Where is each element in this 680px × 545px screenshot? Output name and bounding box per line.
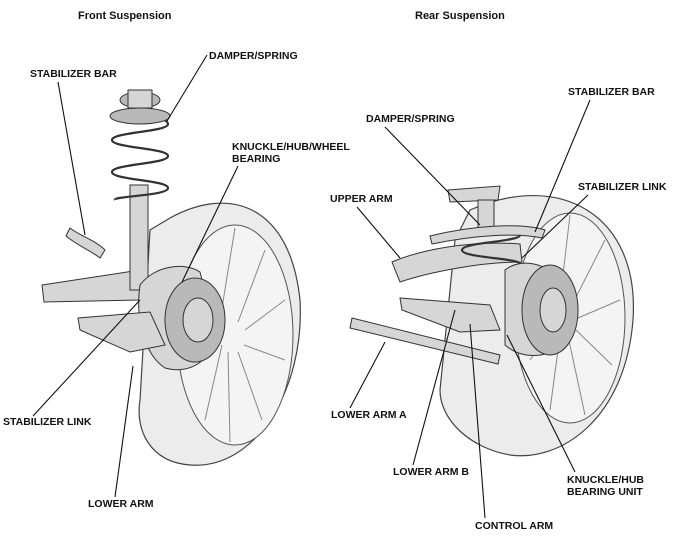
front-spring	[109, 89, 171, 202]
front-leader-lower-arm	[114, 365, 134, 498]
rear-leader-control-arm	[469, 323, 486, 519]
rear-label-damper-spring: DAMPER/SPRING	[366, 113, 455, 125]
front-label-stabilizer-link: STABILIZER LINK	[3, 416, 92, 428]
rear-label-knuckle-line1: KNUCKLE/HUB	[567, 474, 644, 486]
front-leader-stabilizer-link	[32, 299, 141, 417]
rear-label-control-arm: CONTROL ARM	[475, 520, 553, 532]
rear-leader-lower-arm-b	[412, 309, 456, 466]
front-label-knuckle-line2: BEARING	[232, 153, 280, 165]
rear-label-lower-arm-b: LOWER ARM B	[393, 466, 469, 478]
rear-stabilizer-bar	[429, 225, 546, 245]
rear-label-lower-arm-a: LOWER ARM A	[331, 409, 407, 421]
front-stabilizer-bar	[65, 227, 106, 259]
front-lower-arm	[77, 311, 166, 353]
rear-leader-knuckle	[506, 334, 576, 473]
front-leader-damper-spring	[166, 54, 208, 122]
front-leader-knuckle	[181, 165, 239, 283]
rear-upper-arm	[391, 242, 523, 283]
rear-suspension-illustration	[349, 185, 634, 457]
rear-label-stabilizer-link: STABILIZER LINK	[578, 181, 667, 193]
front-leader-stabilizer-bar	[57, 81, 86, 236]
front-drive-shaft	[41, 269, 143, 303]
rear-label-knuckle-line2: BEARING UNIT	[567, 486, 643, 498]
front-suspension-illustration	[41, 89, 301, 466]
front-suspension-title: Front Suspension	[78, 10, 172, 22]
front-strut-tube	[129, 184, 149, 291]
rear-leader-damper-spring	[384, 126, 481, 226]
front-label-lower-arm: LOWER ARM	[88, 498, 154, 510]
front-label-damper-spring: DAMPER/SPRING	[209, 50, 298, 62]
rear-lower-arm-b	[399, 297, 501, 333]
rear-leader-upper-arm	[356, 206, 401, 259]
rear-leader-stabilizer-bar	[534, 99, 591, 233]
rear-suspension-title: Rear Suspension	[415, 10, 505, 22]
rear-label-upper-arm: UPPER ARM	[330, 193, 393, 205]
rear-label-stabilizer-bar: STABILIZER BAR	[568, 86, 655, 98]
rear-knuckle-hub	[504, 262, 579, 356]
rear-leader-lower-arm-a	[349, 341, 386, 409]
rear-leader-stabilizer-link	[521, 194, 589, 259]
front-label-knuckle-line1: KNUCKLE/HUB/WHEEL	[232, 141, 350, 153]
front-label-stabilizer-bar: STABILIZER BAR	[30, 68, 117, 80]
rear-lower-arm-a	[349, 317, 501, 365]
